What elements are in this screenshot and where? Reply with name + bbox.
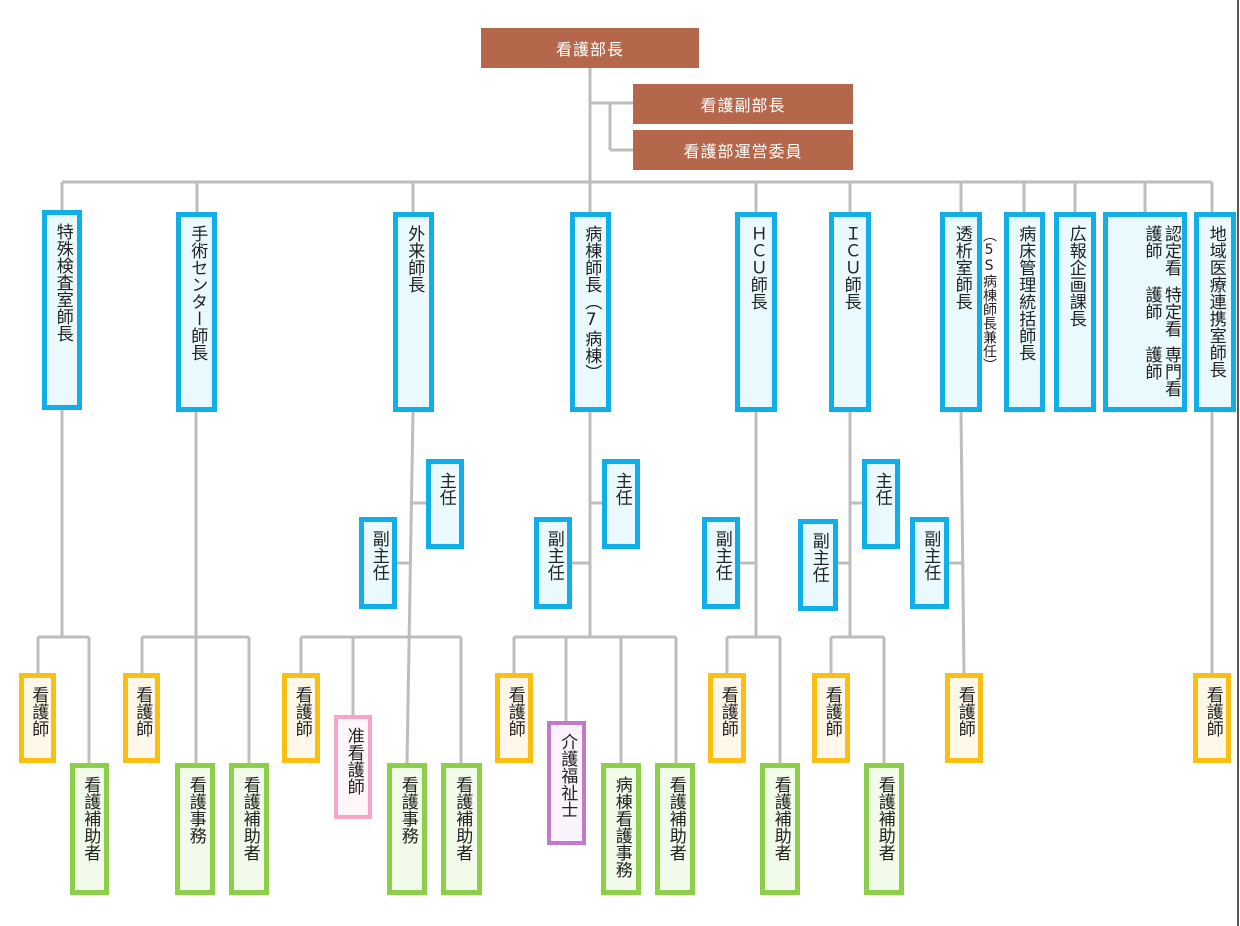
- manager-nintei: 認定看護師 特定看護師 専門看護師: [1103, 212, 1187, 412]
- manager-label: 認定看護師: [1141, 225, 1181, 276]
- manager-tokushu: 特殊検査室師長: [42, 210, 82, 410]
- shunin-icu: 主任: [862, 459, 900, 549]
- fukushunin-gairai: 副主任: [359, 517, 397, 609]
- manager-icu: ＩＣＵ師長: [829, 212, 871, 412]
- manager-label: 特殊検査室師長: [52, 223, 73, 342]
- fukushunin-label: 副主任: [711, 530, 732, 581]
- aide-gairai: 看護補助者: [441, 763, 482, 895]
- fukushunin-label: 副主任: [920, 530, 941, 581]
- clerk-label: 看護事務: [185, 776, 206, 844]
- manager-label-2: 特定看護師: [1141, 285, 1181, 337]
- nurse-label: 看護師: [717, 686, 738, 737]
- manager-label: 手術センター師長: [187, 225, 208, 361]
- committee-box: 看護部運営委員: [633, 130, 853, 170]
- manager-chiiki: 地域医療連携室師長: [1194, 212, 1236, 412]
- aide-hcu: 看護補助者: [760, 763, 800, 895]
- head-nurse-label: 看護部長: [555, 40, 624, 59]
- aide-label: 看護補助者: [239, 776, 260, 861]
- manager-byoto: 病棟師長（7病棟）: [570, 212, 611, 412]
- care-worker-byoto: 介護福祉士: [547, 721, 586, 845]
- aide-label: 看護補助者: [665, 776, 686, 861]
- committee-label: 看護部運営委員: [683, 142, 803, 161]
- nurse-byoto: 看護師: [495, 673, 533, 763]
- nurse-label: 看護師: [132, 686, 153, 737]
- nurse-chiiki: 看護師: [1193, 673, 1231, 763]
- manager-label: 病床管理統括師長: [1015, 225, 1036, 361]
- nurse-shujutsu: 看護師: [123, 673, 160, 763]
- shunin-label: 主任: [435, 472, 456, 506]
- nurse-gairai: 看護師: [282, 673, 320, 763]
- nurse-tokushu: 看護師: [19, 673, 56, 763]
- aide-label: 看護補助者: [770, 776, 791, 861]
- aide-label: 看護補助者: [874, 776, 895, 861]
- manager-label: ＨＣＵ師長: [746, 225, 767, 310]
- clerk-label: 看護事務: [397, 776, 418, 844]
- fukushunin-icu: 副主任: [798, 519, 838, 611]
- nurse-label: 看護師: [1202, 686, 1223, 737]
- aide-label: 看護補助者: [452, 776, 473, 861]
- manager-byosho: 病床管理統括師長: [1004, 212, 1045, 412]
- manager-toseki: 透析室師長: [940, 212, 982, 412]
- aide-label: 看護補助者: [80, 776, 101, 861]
- toseki-concurrent-note: （5S病棟師長兼任）: [979, 228, 999, 398]
- manager-label-3: 専門看護師: [1141, 346, 1181, 398]
- shunin-label: 主任: [611, 472, 632, 506]
- shunin-gairai: 主任: [426, 459, 464, 549]
- care-worker-label: 介護福祉士: [557, 733, 578, 818]
- manager-label: 外来師長: [404, 225, 425, 293]
- aide-shujutsu: 看護補助者: [229, 763, 269, 895]
- nurse-hcu: 看護師: [708, 673, 746, 763]
- aide-tokushu: 看護補助者: [70, 763, 109, 895]
- manager-label: 広報企画課長: [1065, 225, 1086, 327]
- nurse-toseki: 看護師: [945, 673, 983, 763]
- manager-gairai: 外来師長: [393, 212, 434, 412]
- assistant-nurse-gairai: 准看護師: [334, 715, 372, 819]
- page-border: [1237, 0, 1239, 926]
- fukushunin-byoto: 副主任: [534, 517, 572, 609]
- ward-clerk-label: 病棟看護事務: [611, 776, 632, 878]
- aide-byoto: 看護補助者: [655, 763, 695, 895]
- manager-label: 地域医療連携室師長: [1205, 225, 1226, 378]
- fukushunin-label: 副主任: [543, 530, 564, 581]
- toseki-note-label: （5S病棟師長兼任）: [981, 228, 998, 372]
- clerk-gairai: 看護事務: [387, 763, 427, 895]
- nurse-label: 看護師: [28, 686, 49, 737]
- manager-shujutsu: 手術センター師長: [176, 212, 217, 412]
- manager-label: 透析室師長: [951, 225, 972, 310]
- fukushunin-label: 副主任: [368, 530, 389, 581]
- nurse-label: 看護師: [504, 686, 525, 737]
- manager-koho: 広報企画課長: [1054, 212, 1096, 412]
- nurse-label: 看護師: [954, 686, 975, 737]
- aide-icu: 看護補助者: [864, 763, 904, 895]
- assistant-nurse-label: 准看護師: [343, 727, 364, 795]
- head-nurse-box: 看護部長: [481, 28, 699, 68]
- shunin-byoto: 主任: [602, 459, 640, 549]
- deputy-head-box: 看護副部長: [633, 84, 853, 124]
- nurse-label: 看護師: [291, 686, 312, 737]
- manager-label: ＩＣＵ師長: [840, 225, 861, 310]
- manager-hcu: ＨＣＵ師長: [735, 212, 777, 412]
- fukushunin-hcu: 副主任: [702, 517, 740, 609]
- shunin-label: 主任: [871, 472, 892, 506]
- deputy-head-label: 看護副部長: [700, 96, 786, 115]
- ward-clerk-byoto: 病棟看護事務: [601, 763, 641, 895]
- nurse-label: 看護師: [821, 686, 842, 737]
- clerk-shujutsu: 看護事務: [175, 763, 215, 895]
- fukushunin-label: 副主任: [808, 532, 829, 583]
- fukushunin-toseki: 副主任: [910, 517, 949, 609]
- manager-label: 病棟師長（7病棟）: [581, 225, 602, 381]
- nurse-icu: 看護師: [812, 673, 850, 763]
